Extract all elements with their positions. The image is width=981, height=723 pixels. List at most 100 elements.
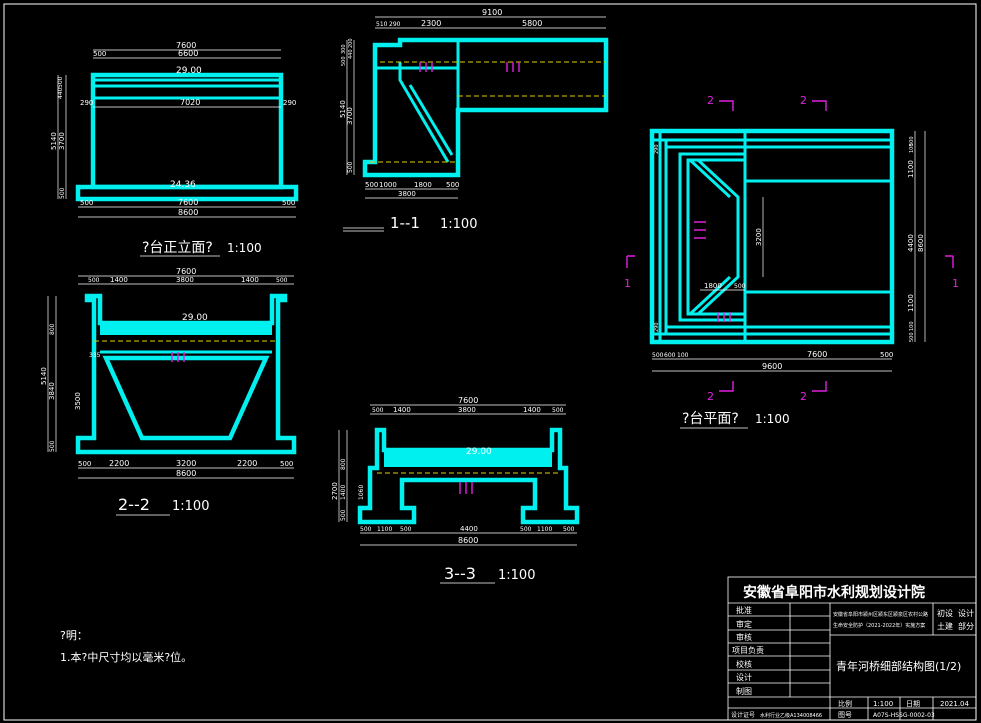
s33-dim-top: 7600 [458,396,478,405]
plan-dim-inner-1800: 1800 [704,282,722,290]
s33-dim-b4400: 4400 [460,525,478,533]
s11-dim-2300: 2300 [421,19,441,28]
s11-dim-510: 510 [376,21,388,28]
s33-dim-v800: 800 [340,458,347,470]
tb-row-6: 设计 [736,672,752,682]
tb-row-7: 制图 [736,686,752,696]
plan-title: ?台平面? [682,411,739,427]
s11-dim-v440: 440 [348,49,354,59]
elev-dim-v440: 440 [57,87,64,99]
s22-dim-t3800: 3800 [176,276,194,284]
s33-dim-b500b: 500 [563,526,575,533]
plan-dim-v100a: 100 [909,143,915,153]
s33-dim-t3800: 3800 [458,406,476,414]
tb-row-5: 校核 [736,659,752,669]
s22-title: 2--2 [118,495,150,514]
s22-dim-top: 7600 [176,267,196,276]
s33-dim-overall: 8600 [458,536,478,545]
plan-dim-v500a: 500 [909,136,915,146]
tb-project-1: 安徽省阜阳市颍州区颍东区颍泉区农村公路 [833,611,928,618]
plan-cut-1-left: 1 [624,277,631,290]
s33-scale: 1:100 [498,568,535,583]
s11-dim-v200: 200 [348,38,354,48]
s33-dim-b500c: 500 [400,526,412,533]
plan-dim-b100: 100 [677,352,689,359]
notes-item-1: 1.本?中尺寸均以毫米?位。 [60,651,193,664]
s33-dim-v2700: 2700 [331,482,339,500]
s11-dim-v500b: 500 [341,56,347,66]
s33-dim-b500a: 500 [360,526,372,533]
s33-dim-t500: 500 [372,407,384,414]
tb-cert-value: 水利行业乙级A134008466 [760,712,822,719]
view-section-1-1: 9100 510 290 2300 5800 500 1000 1800 500… [339,8,609,232]
tb-date-value: 2021.04 [940,700,969,708]
tb-institute: 安徽省阜阳市水利规划设计院 [743,584,925,601]
plan-dim-v290b: 290 [654,322,660,332]
plan-dim-inner-500: 500 [734,283,746,290]
plan-cut-2-tr: 2 [800,94,807,107]
s22-dim-v500: 500 [49,440,56,452]
view-section-2-2: 7600 500 1400 3800 1400 500 500 2200 320… [40,267,297,516]
s22-dim-v3840: 3840 [48,382,56,400]
s33-dim-v1060: 1060 [358,485,365,500]
elev-dim-overall: 8600 [178,208,198,217]
plan-dim-b500b: 500 [880,351,893,359]
s11-scale: 1:100 [440,217,477,232]
s33-dim-t500b: 500 [552,407,564,414]
tb-cert-label: 设计证号 [731,711,755,719]
plan-dim-v4400: 4400 [907,234,915,252]
s22-dim-v5140: 5140 [40,367,48,385]
plan-dim-v1100a: 1100 [907,160,915,178]
elev-dim-top-left: 500 [93,50,106,58]
plan-dim-v290a: 290 [654,144,660,154]
s33-dim-t1400b: 1400 [523,406,541,414]
elev-dim-inner: 7020 [180,98,200,107]
elev-dim-bot-left: 500 [80,199,93,207]
s33-dim-b1100a: 1100 [377,526,392,533]
s33-dim-t1400a: 1400 [393,406,411,414]
plan-dim-b600: 600 [664,352,676,359]
elev-dim-bot-right: 500 [282,199,295,207]
tb-scale-value: 1:100 [873,700,893,708]
notes-heading: ?明： [60,629,88,642]
s11-dim-total: 9100 [482,8,502,17]
view-elevation: 7600 6600 500 7020 290 290 7600 500 500 … [50,41,299,257]
s22-dim-overall: 8600 [176,469,196,478]
plan-dim-v8600: 8600 [917,234,925,252]
tb-part: 部分 [958,621,974,631]
tb-num-value: A07S-HSSG-0002-03 [873,712,935,719]
elev-dim-v3700: 3700 [58,132,66,150]
plan-cut-2-tl: 2 [707,94,714,107]
tb-scale-label: 比例 [838,699,852,708]
plan-dim-v500b: 500 [909,332,915,342]
s11-dim-v300: 300 [341,44,347,54]
s11-dim-b1000: 1000 [379,181,397,189]
s11-dim-b500b: 500 [446,181,459,189]
sheet-border [3,3,977,721]
s22-dim-b2200b: 2200 [237,459,257,468]
elev-dim-bot-total: 7600 [178,198,198,207]
s11-dim-v500: 500 [347,161,354,173]
elev-level-top: 29.00 [176,66,202,76]
title-block: 安徽省阜阳市水利规划设计院 批准 审定 审核 项目负责 校核 设计 制图 安徽省… [727,576,977,721]
s11-dim-b3800: 3800 [398,190,416,198]
s33-level-top: 29.00 [466,447,492,457]
elev-scale: 1:100 [227,241,262,255]
plan-cut-2-bl: 2 [707,390,714,403]
s11-dim-b1800: 1800 [414,181,432,189]
elev-dim-left-290: 290 [80,99,93,107]
s33-dim-v1400: 1400 [340,485,347,500]
tb-row-3: 审核 [736,632,752,642]
s33-dim-b500d: 500 [520,526,532,533]
plan-dim-b7600: 7600 [807,350,827,359]
plan-cut-1-right: 1 [952,277,959,290]
tb-row-1: 批准 [736,605,752,615]
s33-dim-b1100b: 1100 [537,526,552,533]
elev-dim-v5140: 5140 [50,132,58,150]
elev-dim-v500-2: 500 [59,187,66,199]
s11-dim-290: 290 [389,21,401,28]
s11-title: 1--1 [390,214,420,232]
s33-dim-v500: 500 [340,509,347,521]
tb-design: 设计 [958,608,974,618]
